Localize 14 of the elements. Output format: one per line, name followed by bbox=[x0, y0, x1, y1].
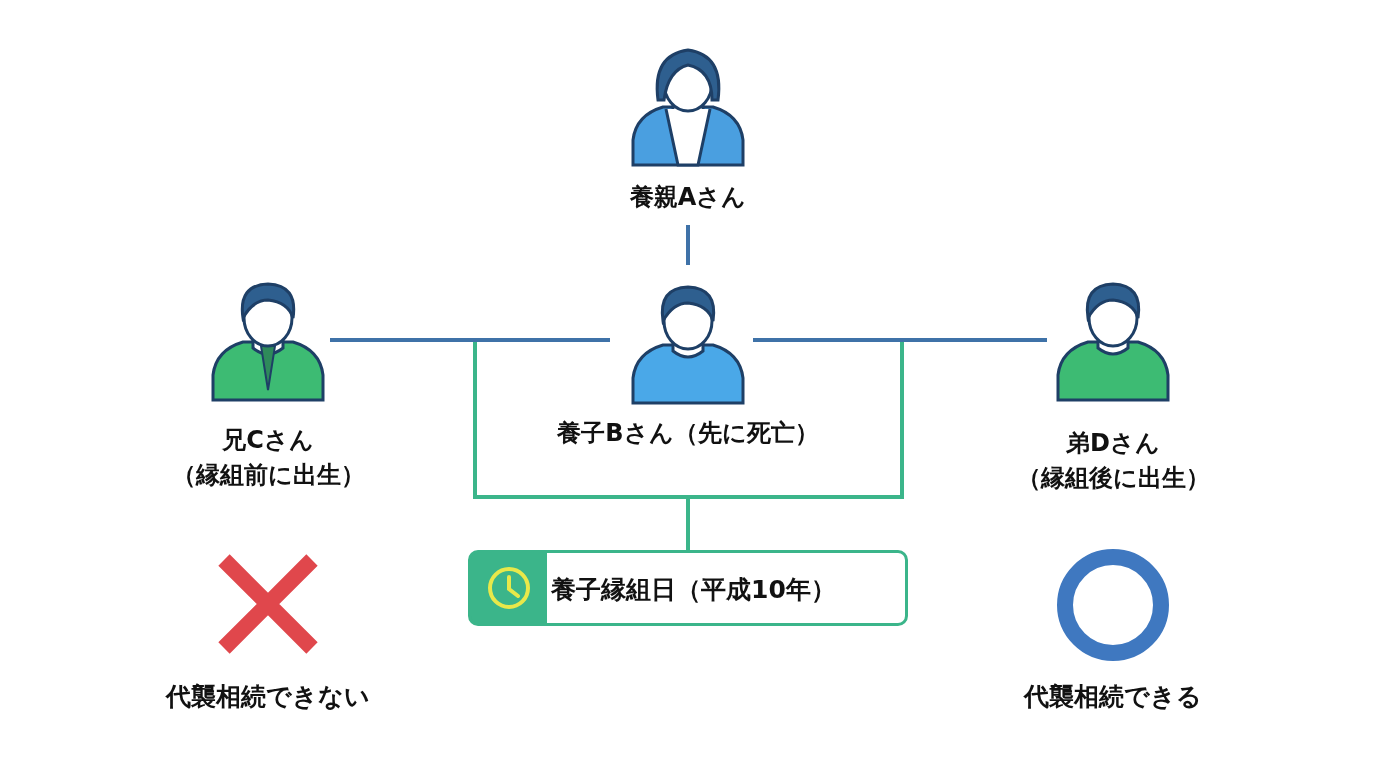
connector-line bbox=[686, 342, 904, 550]
date-box bbox=[468, 550, 908, 626]
result-label: 代襲相続できない bbox=[164, 681, 371, 713]
person-name: 養子Bさん（先に死亡） bbox=[556, 418, 820, 449]
connector-line bbox=[330, 338, 610, 342]
person-name: 弟Dさん bbox=[1065, 428, 1161, 459]
connector-line bbox=[753, 338, 1047, 342]
person-name: 養親Aさん bbox=[628, 182, 748, 213]
person-note: （縁組後に出生） bbox=[1015, 463, 1211, 494]
connector-line bbox=[686, 225, 690, 265]
result-label: 代襲相続できる bbox=[1022, 681, 1203, 713]
person-name: 兄Cさん bbox=[221, 425, 315, 456]
person-note: （縁組前に出生） bbox=[170, 460, 366, 491]
date-label: 養子縁組日（平成10年） bbox=[551, 574, 836, 606]
